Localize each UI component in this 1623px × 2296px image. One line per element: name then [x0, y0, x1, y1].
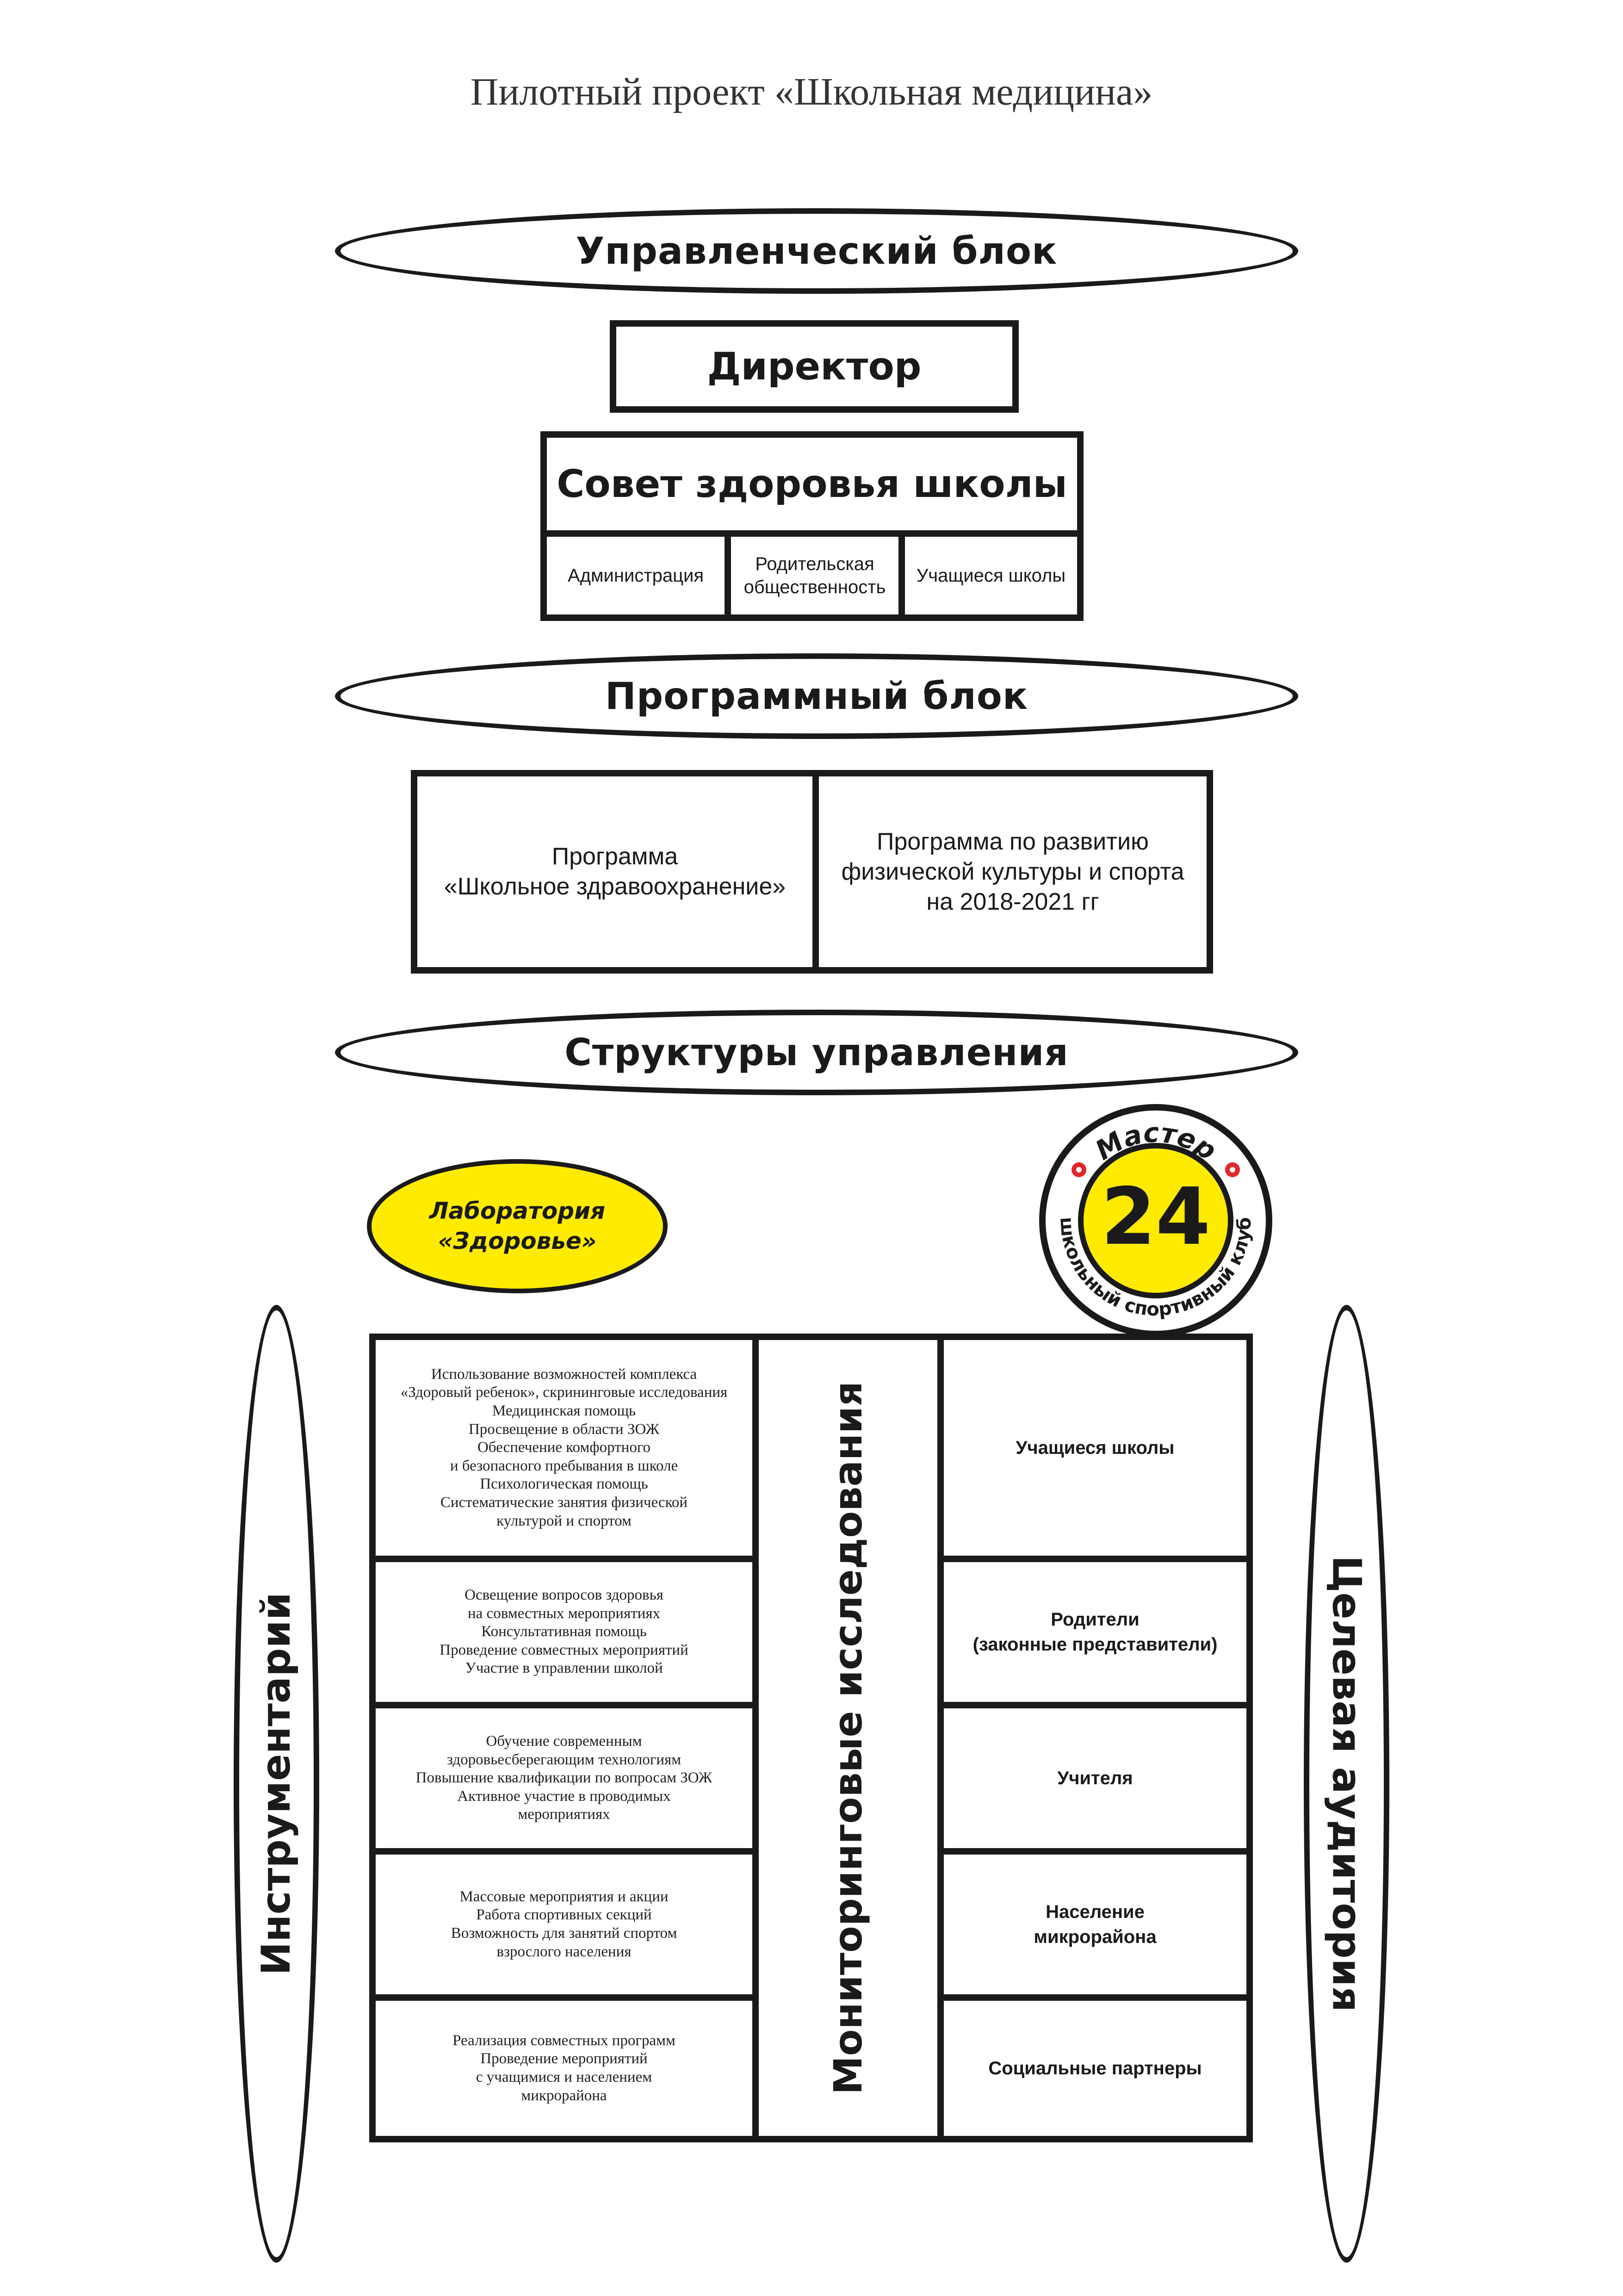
director-label: Директор	[707, 344, 922, 389]
tool-line: микрорайона	[521, 2087, 607, 2104]
tool-line: Использование возможностей комплекса	[431, 1365, 697, 1383]
page-title: Пилотный проект «Школьная медицина»	[470, 70, 1153, 113]
program-block-label: Программный блок	[605, 675, 1028, 718]
tool-line: Массовые мероприятия и акции	[459, 1888, 669, 1905]
program-line: на 2018-2021 гг	[926, 888, 1099, 915]
tool-line: Обучение современным	[486, 1733, 642, 1750]
director-box: Директор	[610, 320, 1019, 413]
tools-cell-4: Массовые мероприятия и акции Работа спор…	[376, 1855, 752, 1994]
audience-line: Население	[1046, 1902, 1145, 1922]
tool-line: с учащимися и населением	[476, 2069, 652, 2085]
instruments-label: Инструментарий	[253, 1592, 299, 1975]
star-icon	[1072, 1162, 1086, 1177]
tool-line: Работа спортивных секций	[476, 1906, 652, 1924]
tool-line: культурой и спортом	[496, 1512, 632, 1529]
tools-cell-5: Реализация совместных программ Проведени…	[376, 2001, 752, 2136]
council-member-parents: Родительская общественность	[731, 537, 898, 614]
council-member-label: Администрация	[567, 565, 704, 586]
management-block-heading: Управленческий блок	[335, 208, 1298, 294]
tools-cell-3: Обучение современным здоровьесберегающим…	[376, 1708, 752, 1848]
program-line: Программа по развитию	[876, 828, 1149, 855]
tool-line: и безопасного пребывания в школе	[450, 1457, 678, 1474]
laboratory-line: «Здоровье»	[438, 1228, 597, 1254]
council-member-students: Учащиеся школы	[905, 537, 1077, 614]
structures-heading: Структуры управления	[335, 1010, 1298, 1095]
tool-line: Обеспечение комфортного	[477, 1439, 651, 1456]
audience-line: Родители	[1051, 1609, 1140, 1630]
program-block-heading: Программный блок	[335, 653, 1298, 739]
tool-line: Просвещение в области ЗОЖ	[468, 1421, 660, 1438]
audience-line: Социальные партнеры	[988, 2058, 1202, 2079]
program-line: «Школьное здравоохранение»	[444, 873, 786, 900]
tool-line: Медицинская помощь	[492, 1402, 636, 1420]
audience-cell-5: Социальные партнеры	[944, 2001, 1246, 2136]
tool-line: Психологическая помощь	[480, 1476, 648, 1493]
tool-line: Реализация совместных программ	[452, 2032, 675, 2049]
audience-ellipse	[1304, 1305, 1389, 2263]
tools-cell-2: Освещение вопросов здоровья на совместны…	[376, 1562, 752, 1702]
tool-line: на совместных мероприятиях	[467, 1605, 660, 1622]
council-member-label: Родительская общественность	[743, 554, 886, 597]
tool-line: Повышение квалификации по вопросам ЗОЖ	[415, 1769, 712, 1787]
main-grid: Использование возможностей комплекса «Зд…	[369, 1334, 1253, 2142]
tool-line: Проведение мероприятий	[480, 2050, 648, 2067]
tool-line: «Здоровый ребенок», скрининговые исследо…	[400, 1384, 728, 1401]
tool-line: Активное участие в проводимых	[457, 1787, 671, 1805]
council-member-administration: Администрация	[547, 537, 725, 614]
star-icon	[1225, 1162, 1240, 1177]
tool-line: Участие в управлении школой	[465, 1660, 663, 1677]
tool-line: взрослого населения	[496, 1943, 632, 1960]
tools-cell-1: Использование возможностей комплекса «Зд…	[376, 1340, 752, 1556]
program-line: Программа	[551, 843, 678, 870]
audience-label: Целевая аудитория	[1323, 1555, 1370, 2012]
tool-line: Возможность для занятий спортом	[451, 1925, 677, 1942]
tool-line: Систематические занятия физической	[440, 1494, 688, 1511]
monitoring-column: Мониторинговые исследования	[759, 1340, 937, 2136]
tool-line: Проведение совместных мероприятий	[440, 1641, 688, 1658]
tool-line: мероприятиях	[518, 1806, 610, 1823]
audience-cell-4: Население микрорайона	[944, 1855, 1246, 1994]
audience-line: микрорайона	[1034, 1927, 1157, 1947]
audience-cell-2: Родители (законные представители)	[944, 1562, 1246, 1702]
program-sport-development: Программа по развитию физической культур…	[819, 776, 1207, 967]
logo-number: 24	[1101, 1171, 1211, 1263]
audience-cell-1: Учащиеся школы	[944, 1340, 1246, 1556]
tool-line: Консультативная помощь	[481, 1623, 647, 1640]
health-council-title: Совет здоровья школы	[557, 462, 1067, 506]
club-master24-logo: Мастер школьный спортивный клуб 24	[1039, 1104, 1272, 1337]
logo-yellow-disc	[1084, 1148, 1228, 1293]
monitoring-label: Мониторинговые исследования	[825, 1381, 871, 2095]
health-council-title-cell: Совет здоровья школы	[547, 438, 1077, 530]
programs-box: Программа «Школьное здравоохранение» Про…	[411, 770, 1213, 974]
tool-line: здоровьесберегающим технологиям	[446, 1751, 681, 1768]
audience-line: Учителя	[1057, 1768, 1133, 1788]
health-council-box: Совет здоровья школы Администрация Родит…	[540, 431, 1084, 621]
laboratory-health-badge: Лаборатория «Здоровье»	[367, 1159, 668, 1293]
audience-cell-3: Учителя	[944, 1708, 1246, 1848]
program-line: физической культуры и спорта	[841, 858, 1184, 885]
program-school-healthcare: Программа «Школьное здравоохранение»	[417, 776, 812, 967]
management-block-label: Управленческий блок	[576, 230, 1058, 273]
structures-label: Структуры управления	[564, 1031, 1069, 1074]
tool-line: Освещение вопросов здоровья	[465, 1587, 663, 1604]
council-member-label: Учащиеся школы	[916, 565, 1066, 586]
audience-line: (законные представители)	[973, 1634, 1218, 1655]
laboratory-line: Лаборатория	[429, 1198, 606, 1224]
audience-line: Учащиеся школы	[1016, 1438, 1175, 1458]
